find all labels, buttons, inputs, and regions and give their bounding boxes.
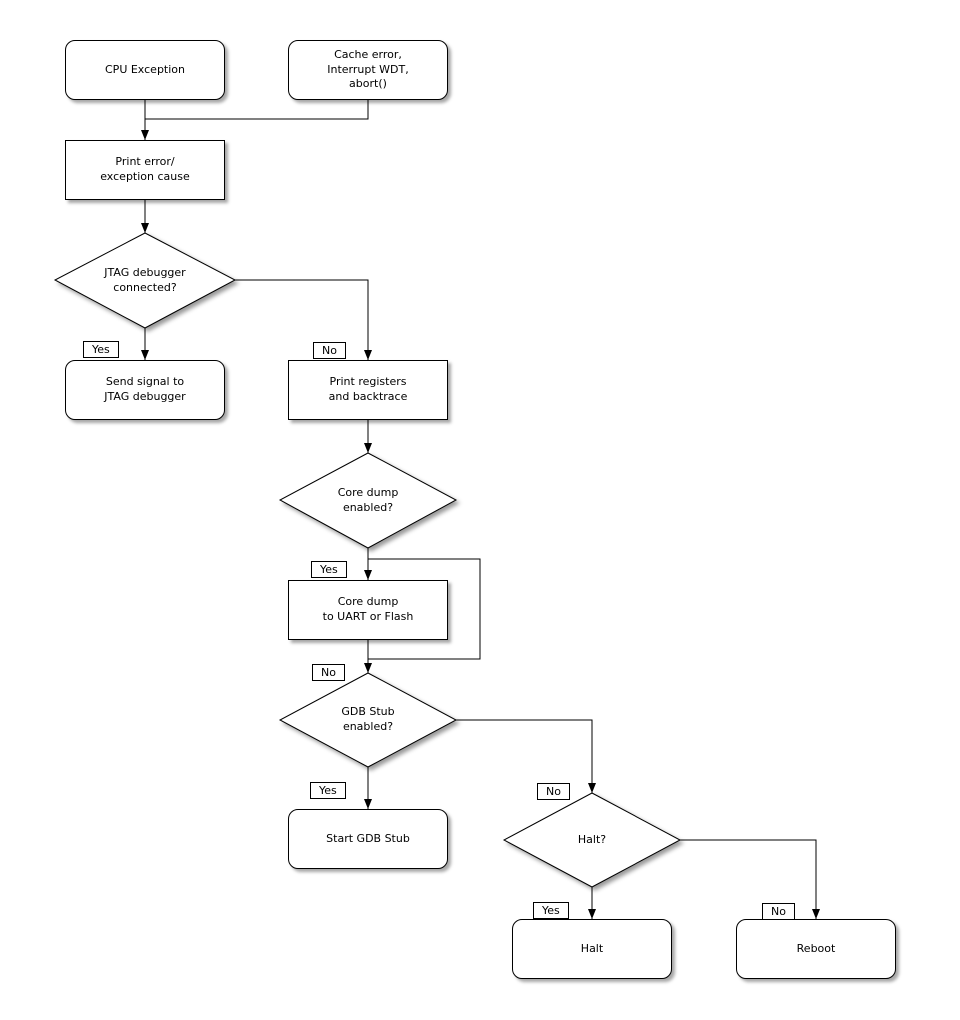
node-cache-error-label: Cache error, Interrupt WDT, abort() [327,48,409,91]
node-gdb-stub-enabled-label: GDB Stub enabled? [341,705,395,733]
node-send-signal: Send signal to JTAG debugger [65,360,225,420]
node-jtag-connected-label: JTAG debugger connected? [104,265,186,294]
node-start-gdb-stub: Start GDB Stub [288,809,448,869]
edge-label-jtag-yes: Yes [83,341,119,358]
edge-label-halt-yes: Yes [533,902,569,919]
node-cache-error: Cache error, Interrupt WDT, abort() [288,40,448,100]
edge-label-jtag-no: No [313,342,346,359]
edge-label-core-dump-no: No [312,664,345,681]
edge-label-gdb-no: No [537,783,570,800]
edge-halt-no-to-reboot [680,839,820,919]
halt-diamond-shape [502,792,682,888]
core-dump-diamond-shape [278,452,458,549]
node-print-error: Print error/ exception cause [65,140,225,200]
node-reboot: Reboot [736,919,896,979]
node-halt: Halt [512,919,672,979]
edge-jtag-no-to-print-registers [235,279,372,360]
edge-cache-error-join [145,100,369,120]
node-jtag-connected: JTAG debugger connected? [55,233,235,328]
node-core-dump-enabled: Core dump enabled? [280,453,456,548]
edge-label-halt-no: No [762,903,795,920]
node-print-registers: Print registers and backtrace [288,360,448,420]
edge-label-core-dump-yes: Yes [311,561,347,578]
node-print-error-label: Print error/ exception cause [100,155,190,183]
node-cpu-exception: CPU Exception [65,40,225,100]
gdb-stub-diamond-shape [278,672,458,768]
jtag-diamond-shape [53,232,237,329]
node-halt-q: Halt? [504,793,680,887]
edge-gdb-no-to-halt-q [456,719,596,793]
node-print-registers-label: Print registers and backtrace [328,375,408,403]
node-start-gdb-stub-label: Start GDB Stub [326,831,410,845]
node-core-dump-enabled-label: Core dump enabled? [337,485,399,514]
node-cpu-exception-label: CPU Exception [105,62,185,76]
node-core-dump-label: Core dump to UART or Flash [322,595,414,623]
node-core-dump: Core dump to UART or Flash [288,580,448,640]
node-reboot-label: Reboot [796,941,836,955]
edge-label-gdb-yes: Yes [310,782,346,799]
edge-coredump-no-bypass [368,558,481,660]
node-halt-q-label: Halt? [577,832,607,846]
node-halt-label: Halt [580,941,604,955]
node-gdb-stub-enabled: GDB Stub enabled? [280,673,456,767]
node-send-signal-label: Send signal to JTAG debugger [104,375,186,403]
